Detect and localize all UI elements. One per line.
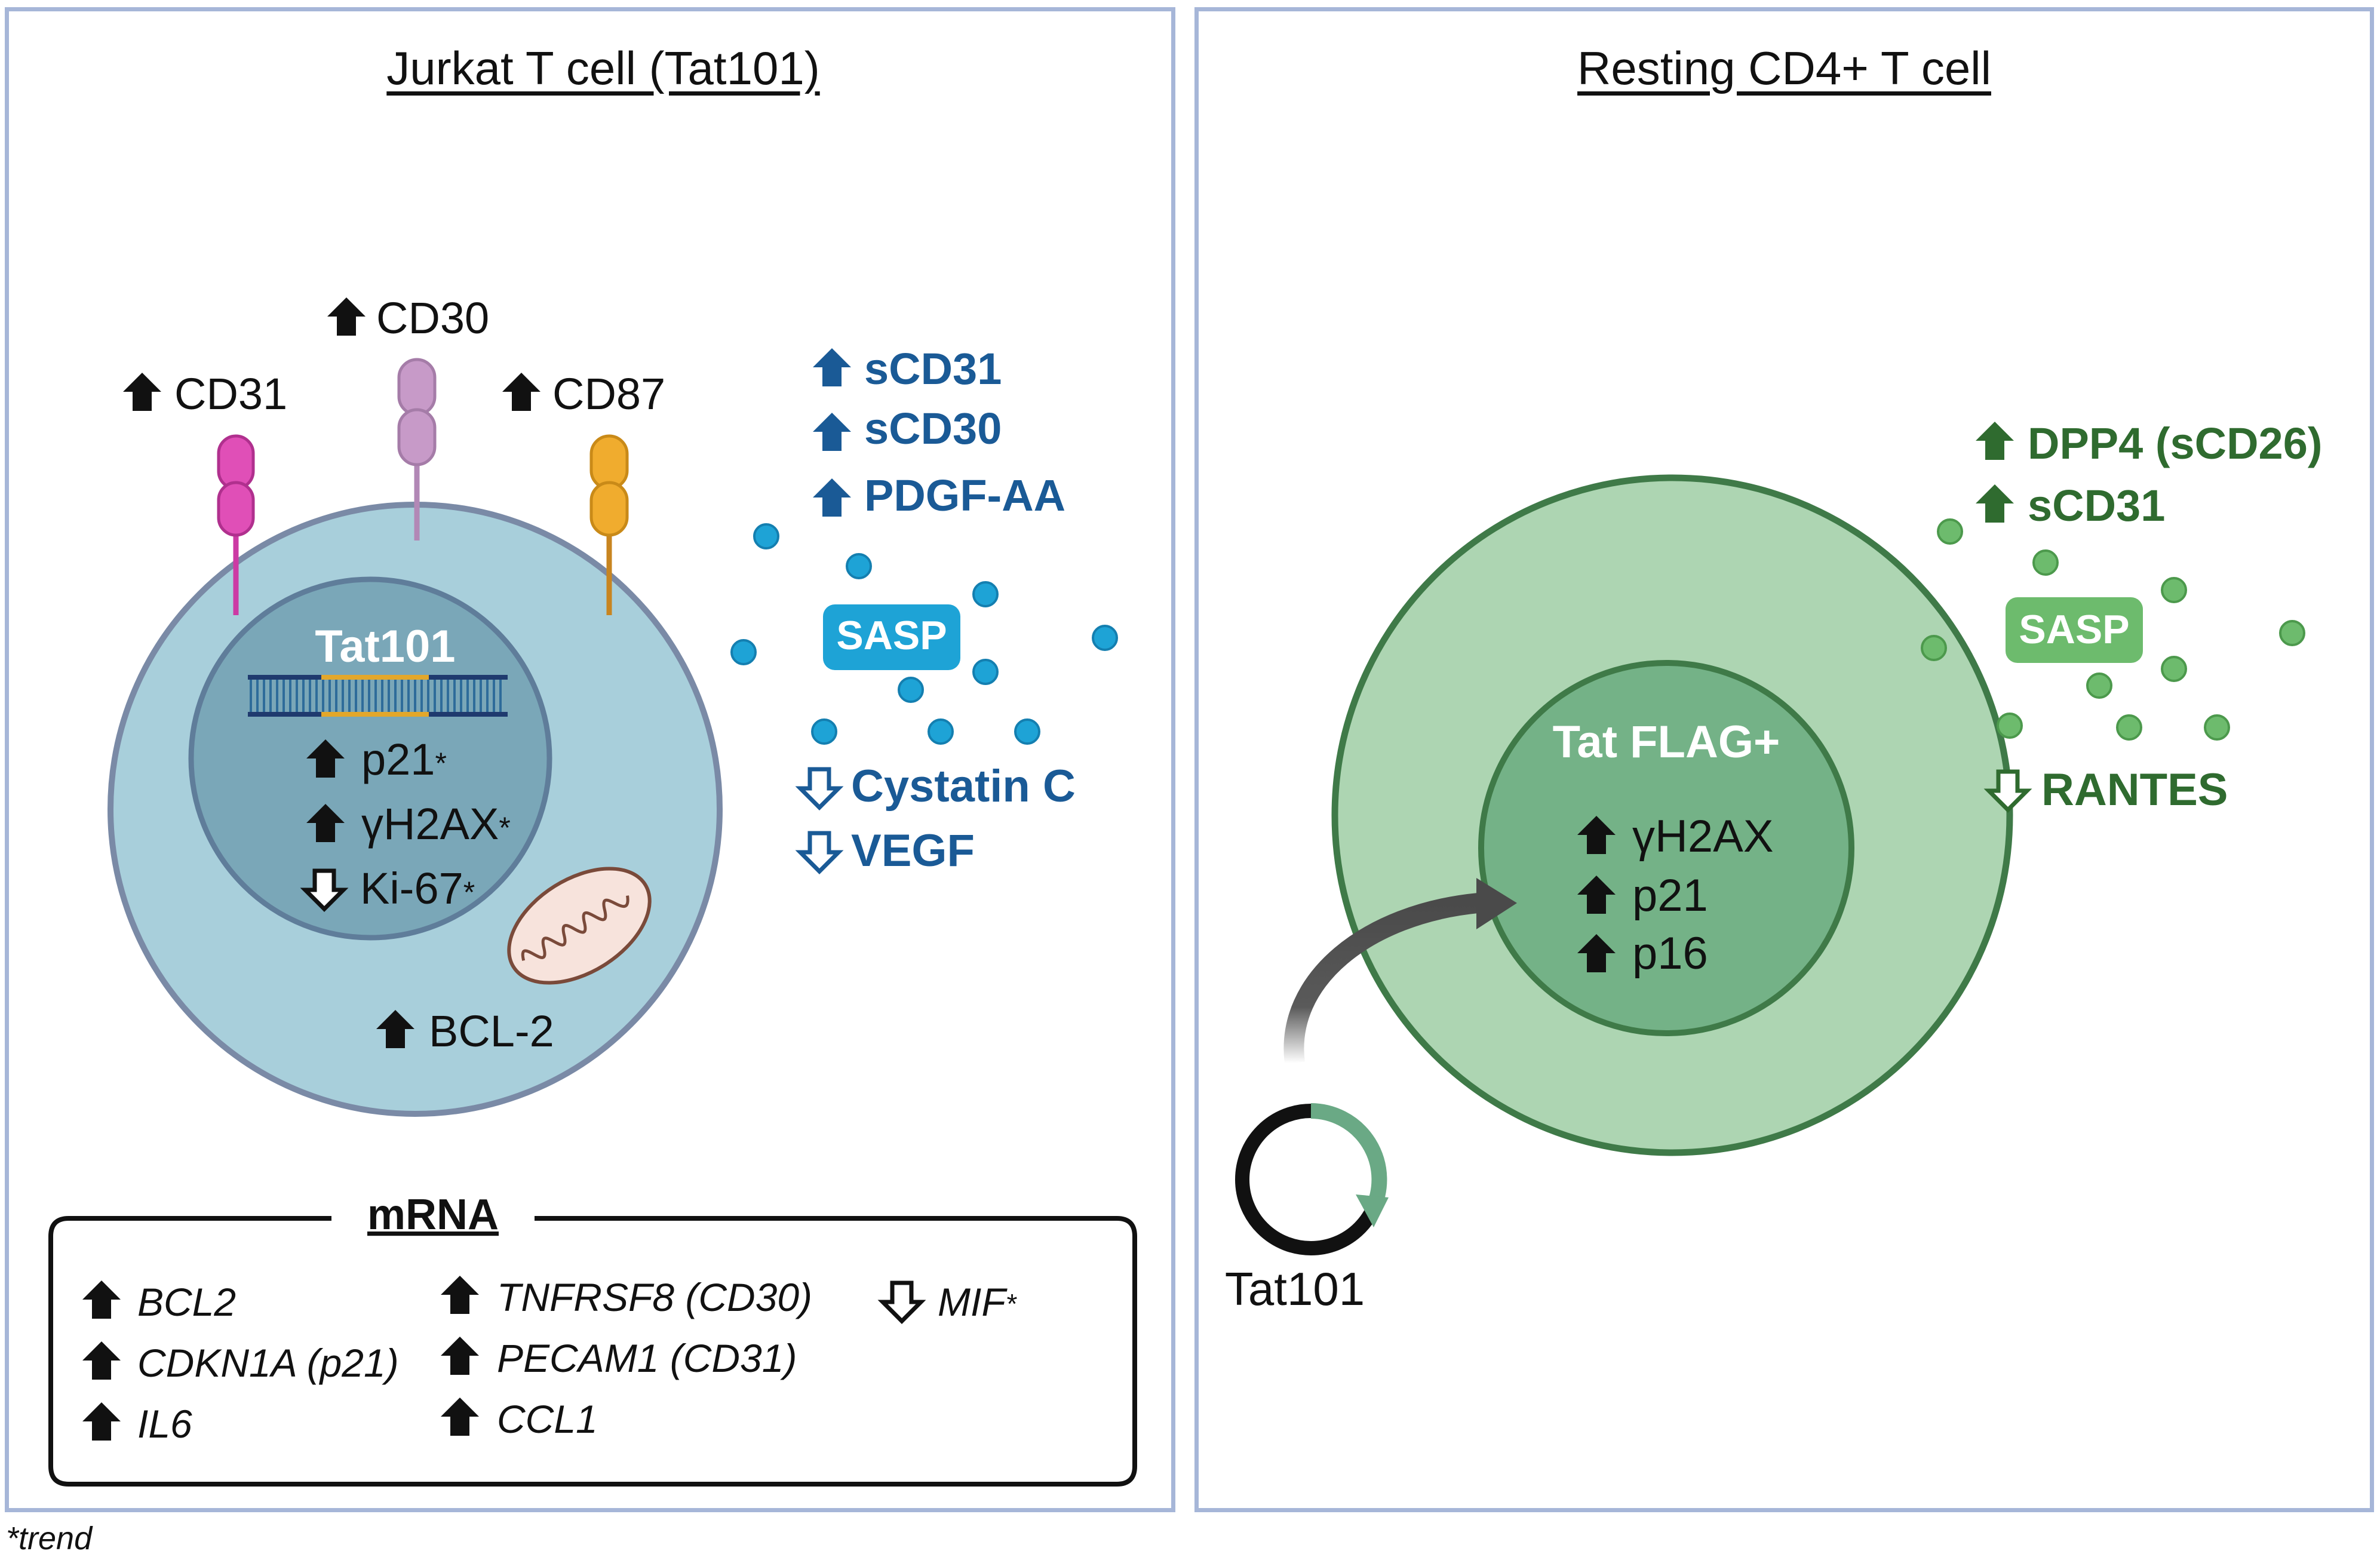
svg-text:RANTES: RANTES <box>2041 764 2228 815</box>
gh2ax-marker: γH2AX* <box>306 799 511 849</box>
secreted-scd31: sCD31 <box>813 344 1002 394</box>
svg-text:p16: p16 <box>1632 928 1708 979</box>
svg-text:Ki-67*: Ki-67* <box>360 864 475 913</box>
sasp-particle <box>730 639 757 665</box>
svg-text:γH2AX: γH2AX <box>1632 811 1774 862</box>
cd31-receptor <box>217 434 255 615</box>
svg-text:BCL2: BCL2 <box>137 1280 236 1324</box>
cd31-label: CD31 <box>123 369 287 419</box>
sasp-particle <box>2161 656 2187 682</box>
svg-text:PDGF-AA: PDGF-AA <box>864 471 1065 520</box>
mrna-col3: MIF* <box>883 1280 1018 1324</box>
cd87-label: CD87 <box>502 369 665 419</box>
mrna-col2: TNFRSF8 (CD30) PECAM1 (CD31) CCL1 <box>441 1275 812 1441</box>
sasp-particle <box>1921 635 1947 661</box>
plasmid-label: Tat101 <box>1225 1263 1365 1315</box>
nucleus-label-tat-flag: Tat FLAG+ <box>1553 717 1780 767</box>
footnote: *trend <box>6 1521 93 1556</box>
secreted-vegf: VEGF <box>800 825 975 876</box>
right-p16-marker: p16 <box>1577 928 1708 979</box>
secreted-cystatin-c: Cystatin C <box>800 761 1076 812</box>
jurkat-nucleus <box>188 576 552 941</box>
svg-text:BCL-2: BCL-2 <box>429 1006 554 1056</box>
sasp-badge-green: SASP <box>2006 597 2143 663</box>
secreted-pdgfaa: PDGF-AA <box>813 471 1065 520</box>
cd30-receptor <box>397 358 437 541</box>
svg-text:MIF*: MIF* <box>938 1280 1018 1324</box>
ki67-marker: Ki-67* <box>305 864 475 913</box>
svg-text:sCD31: sCD31 <box>864 344 1002 394</box>
secreted-scd31-green: sCD31 <box>1976 481 2165 530</box>
sasp-badge-blue: SASP <box>823 604 960 670</box>
right-gh2ax-marker: γH2AX <box>1577 811 1774 862</box>
svg-text:SASP: SASP <box>836 613 947 658</box>
sasp-particle <box>753 523 779 549</box>
mrna-title: mRNA <box>367 1191 499 1239</box>
sasp-particle <box>972 581 999 607</box>
svg-text:Cystatin C: Cystatin C <box>851 761 1076 812</box>
svg-text:γH2AX*: γH2AX* <box>361 799 511 849</box>
mitochondrion-icon <box>507 867 652 985</box>
svg-text:TNFRSF8 (CD30): TNFRSF8 (CD30) <box>497 1275 812 1319</box>
p21-marker: p21* <box>306 735 447 784</box>
sasp-particle <box>2086 672 2112 699</box>
sasp-particle <box>2032 549 2059 576</box>
svg-text:SASP: SASP <box>2019 607 2129 652</box>
nucleus-label-tat101: Tat101 <box>315 621 455 672</box>
sasp-particle <box>928 718 954 745</box>
sasp-particles-green <box>1921 518 2305 741</box>
transduction-arrow <box>1283 878 1517 1065</box>
sasp-particle <box>2161 577 2187 603</box>
right-p21-marker: p21 <box>1577 870 1708 921</box>
tat101-dna <box>248 675 508 717</box>
left-panel-title: Jurkat T cell (Tat101) <box>386 42 820 94</box>
sasp-particle <box>898 677 924 703</box>
sasp-particle <box>2204 714 2230 741</box>
svg-text:p21: p21 <box>1632 870 1708 921</box>
secreted-scd30: sCD30 <box>813 404 1002 453</box>
secreted-dpp4: DPP4 (sCD26) <box>1976 419 2323 468</box>
svg-text:CDKN1A (p21): CDKN1A (p21) <box>137 1341 399 1385</box>
svg-text:IL6: IL6 <box>137 1402 192 1446</box>
sasp-particle <box>846 553 872 579</box>
cd30-label: CD30 <box>327 293 489 343</box>
sasp-particles-blue <box>730 523 1118 745</box>
svg-text:CD87: CD87 <box>552 369 665 419</box>
svg-text:PECAM1 (CD31): PECAM1 (CD31) <box>497 1336 797 1380</box>
sasp-particle <box>1092 625 1118 651</box>
sasp-particle <box>2279 620 2305 646</box>
svg-text:p21*: p21* <box>361 735 447 784</box>
sasp-particle <box>1014 718 1040 745</box>
sasp-particle <box>811 718 837 745</box>
mrna-box: mRNA <box>48 1191 1137 1487</box>
svg-text:CCL1: CCL1 <box>497 1397 598 1441</box>
secreted-rantes: RANTES <box>1989 764 2228 815</box>
sasp-particle <box>972 659 999 685</box>
svg-text:CD31: CD31 <box>174 369 287 419</box>
sasp-particle <box>1937 518 1963 545</box>
svg-text:CD30: CD30 <box>376 293 489 343</box>
sasp-particle <box>1997 713 2023 739</box>
svg-text:DPP4 (sCD26): DPP4 (sCD26) <box>2028 419 2323 468</box>
svg-text:sCD30: sCD30 <box>864 404 1002 453</box>
right-panel-title: Resting CD4+ T cell <box>1577 42 1991 94</box>
svg-text:VEGF: VEGF <box>851 825 975 876</box>
sasp-particle <box>2116 714 2142 741</box>
cd4-nucleus <box>1478 660 1854 1036</box>
svg-text:sCD31: sCD31 <box>2028 481 2165 530</box>
bcl2-marker: BCL-2 <box>376 1006 554 1056</box>
tat101-plasmid-icon <box>1235 1103 1389 1255</box>
mrna-col1: BCL2 CDKN1A (p21) IL6 <box>82 1280 399 1446</box>
cd87-receptor <box>589 434 629 615</box>
